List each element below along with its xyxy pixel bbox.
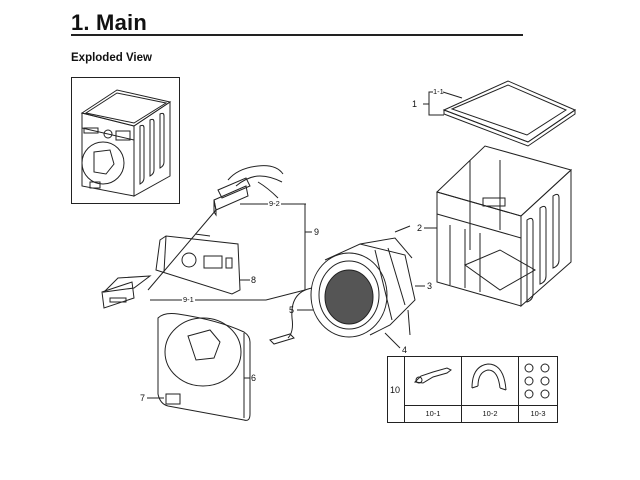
top-cover-icon: [442, 80, 577, 147]
accessory-caption-10-1: 10-1: [405, 405, 462, 423]
accessory-caption-10-3: 10-3: [519, 405, 557, 423]
callout-9: 9: [314, 227, 320, 237]
title-divider: [71, 34, 523, 36]
callout-10: 10: [390, 385, 401, 395]
tub-icon: [310, 225, 416, 338]
callout-1: 1: [412, 99, 418, 109]
assembled-washer-inset: [71, 77, 180, 204]
caps-icon: [524, 363, 550, 399]
exploded-view-heading: Exploded View: [71, 52, 152, 64]
callout-2: 2: [417, 223, 423, 233]
callout-3: 3: [427, 281, 433, 291]
accessory-cell-10-1: [405, 357, 462, 405]
callout-1-1: 1-1: [433, 87, 444, 96]
callout-4: 4: [402, 345, 408, 355]
callout-8: 8: [251, 275, 257, 285]
cabinet-icon: [436, 145, 572, 308]
washer-assembled-icon: [80, 89, 172, 197]
callout-5: 5: [289, 305, 295, 315]
hose-bracket-icon: [471, 363, 507, 391]
detergent-drawer-icon: [101, 275, 152, 309]
drawer-housing-icon: [213, 165, 284, 217]
callout-7: 7: [140, 393, 146, 403]
section-title: 1. Main: [71, 10, 147, 35]
callout-6: 6: [251, 373, 257, 383]
accessory-cell-10-3: [519, 357, 556, 405]
control-panel-icon: [155, 233, 241, 295]
accessory-cell-10-2: [462, 357, 519, 405]
callout-9-1: 9-1: [182, 295, 195, 304]
accessory-caption-10-2: 10-2: [462, 405, 519, 423]
wrench-icon: [413, 367, 452, 384]
front-panel-icon: [157, 313, 251, 421]
accessories-label-column: 10: [388, 357, 405, 422]
callout-9-2: 9-2: [268, 199, 281, 208]
accessories-table: 10 10-1 10-2 10-3: [387, 356, 558, 423]
